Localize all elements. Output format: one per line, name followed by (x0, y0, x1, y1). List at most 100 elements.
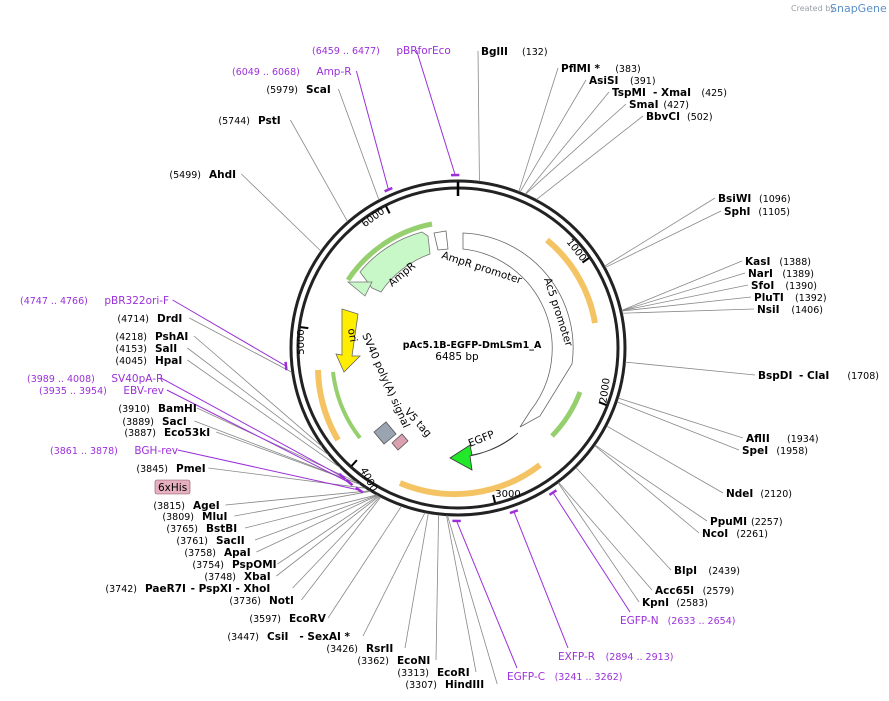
enzyme-site-sacii[interactable]: (3761)SacII (176, 535, 244, 547)
feature-6xhis[interactable]: 6xHis (154, 479, 191, 495)
leader-line-nari (621, 272, 746, 311)
primer-sv40pa-r[interactable]: (3989 .. 4008)SV40pA-R (27, 373, 163, 385)
enzyme-site-rsrii[interactable]: (3426)RsrII (326, 643, 393, 655)
leader-line-psti (290, 119, 348, 222)
enzyme-site-noti[interactable]: (3736)NotI (229, 595, 294, 607)
enzyme-site-acc65i[interactable]: Acc65I(2579) (655, 585, 734, 597)
enzyme-isoschizomer: - XmaI (653, 87, 691, 99)
enzyme-site-econi[interactable]: (3362)EcoNI (357, 655, 430, 667)
feature-egfp[interactable]: EGFP (449, 428, 519, 471)
leader-line-kpni (557, 482, 640, 603)
primer-bgh-rev[interactable]: (3861 .. 3878)BGH-rev (50, 445, 178, 457)
enzyme-site-mlui[interactable]: (3809)MluI (162, 511, 227, 523)
enzyme-position: (2583) (676, 598, 708, 609)
enzyme-site-sfoi[interactable]: SfoI(1390) (751, 280, 817, 292)
enzyme-position: (1389) (782, 269, 814, 280)
enzyme-site-tspmi[interactable]: TspMI- XmaI(425) (612, 87, 727, 99)
enzyme-site-scai[interactable]: (5979)ScaI (266, 84, 330, 96)
tick-label-5000: 5000 (296, 329, 307, 354)
tick-label-3000: 3000 (495, 489, 520, 500)
enzyme-site-pluti[interactable]: PluTI(1392) (754, 292, 827, 304)
enzyme-site-drdi[interactable]: (4714)DrdI (117, 313, 182, 325)
primer-pbr322ori-f[interactable]: (4747 .. 4766)pBR322ori-F (20, 295, 169, 307)
leader-line-pmei (208, 467, 366, 489)
enzyme-site-paer7i[interactable]: (3742)PaeR7I- PspXI - XhoI (105, 583, 270, 595)
enzyme-position: (1934) (787, 434, 819, 445)
enzyme-site-asisi[interactable]: AsiSI(391) (589, 75, 656, 87)
feature-ori[interactable]: ori (335, 308, 361, 373)
primer-name: EXFP-R (558, 651, 595, 663)
leader-line-agei (225, 490, 370, 506)
enzyme-position: (3742) (105, 584, 137, 595)
leader-line-sacii (254, 494, 378, 541)
enzyme-site-ahdi[interactable]: (5499)AhdI (169, 169, 236, 181)
leader-line-bstbi (244, 494, 377, 529)
leader-line-xbai (276, 495, 380, 577)
enzyme-site-pmei[interactable]: (3845)PmeI (136, 463, 205, 475)
enzyme-name: BlpI (674, 565, 697, 577)
enzyme-site-xbai[interactable]: (3748)XbaI (204, 571, 270, 583)
enzyme-position: (2261) (736, 529, 768, 540)
enzyme-isoschizomer: - ClaI (799, 370, 829, 382)
enzyme-site-ecori[interactable]: (3313)EcoRI (397, 667, 469, 679)
feature-label-egfp: EGFP (467, 428, 497, 449)
enzyme-site-bamhi[interactable]: (3910)BamHI (118, 403, 196, 415)
enzyme-site-pspomi[interactable]: (3754)PspOMI (192, 559, 276, 571)
enzyme-site-sali[interactable]: (4153)SalI (115, 343, 177, 355)
enzyme-site-bbvci[interactable]: BbvCI(502) (646, 111, 713, 123)
enzyme-site-bglii[interactable]: BglII(132) (481, 46, 548, 58)
primer-range: (4747 .. 4766) (20, 296, 88, 307)
enzyme-site-csii[interactable]: (3447)CsiI- SexAI * (227, 631, 350, 643)
enzyme-name: NcoI (702, 528, 728, 540)
leader-line-ahdi (241, 173, 322, 252)
enzyme-site-sphi[interactable]: SphI(1105) (724, 206, 790, 218)
primer-amp-r[interactable]: (6049 .. 6068)Amp-R (232, 66, 352, 78)
enzyme-site-eco53ki[interactable]: (3887)Eco53kI (124, 427, 210, 439)
enzyme-site-ncoi[interactable]: NcoI (2261) (702, 528, 768, 540)
leader-line-asisi (519, 79, 587, 193)
primer-exfp-r[interactable]: EXFP-R(2894 .. 2913) (558, 651, 673, 663)
enzyme-site-aflii[interactable]: AflII(1934) (746, 433, 819, 445)
enzyme-site-bstbi[interactable]: (3765)BstBI (166, 523, 237, 535)
enzyme-site-blpi[interactable]: BlpI(2439) (674, 565, 740, 577)
enzyme-position: (3748) (204, 572, 236, 583)
enzyme-site-apai[interactable]: (3758)ApaI (184, 547, 250, 559)
enzyme-site-spei[interactable]: SpeI(1958) (742, 445, 808, 457)
enzyme-name: ApaI (224, 547, 251, 559)
primer-egfp-n[interactable]: EGFP-N(2633 .. 2654) (620, 615, 735, 627)
enzyme-site-nsii[interactable]: NsiI(1406) (757, 304, 823, 316)
primer-egfp-c[interactable]: EGFP-C(3241 .. 3262) (507, 671, 622, 683)
leader-line-bbvci (536, 115, 644, 200)
enzyme-site-pshai[interactable]: (4218)PshAI (115, 331, 188, 343)
primer-ebv-rev[interactable]: (3935 .. 3954)EBV-rev (39, 385, 164, 397)
enzyme-position: (3887) (124, 428, 156, 439)
enzyme-name: NsiI (757, 304, 780, 316)
enzyme-site-bsiwi[interactable]: BsiWI(1096) (718, 193, 791, 205)
enzyme-site-agei[interactable]: (3815)AgeI (153, 500, 219, 512)
leader-line-aflii (618, 397, 744, 439)
enzyme-site-nari[interactable]: NarI(1389) (748, 268, 814, 280)
enzyme-site-kpni[interactable]: KpnI(2583) (642, 597, 708, 609)
leader-line-econi (435, 514, 439, 661)
leader-line-pluti (621, 296, 752, 312)
enzyme-site-kasi[interactable]: KasI(1388) (745, 256, 811, 268)
enzyme-site-ecorv[interactable]: (3597)EcoRV (249, 613, 326, 625)
enzyme-name: RsrII (366, 643, 393, 655)
enzyme-site-hindiii[interactable]: (3307)HindIII (405, 679, 484, 691)
enzyme-site-hpai[interactable]: (4045)HpaI (115, 355, 182, 367)
enzyme-site-ndei[interactable]: NdeI(2120) (726, 488, 792, 500)
enzyme-name: PpuMI (710, 516, 747, 528)
enzyme-name: SalI (155, 343, 177, 355)
feature-ampr[interactable]: AmpR (346, 231, 431, 297)
enzyme-site-bspdi[interactable]: BspDI- ClaI(1708) (758, 370, 879, 382)
enzyme-site-ppumi[interactable]: PpuMI(2257) (710, 516, 783, 528)
enzyme-site-pflmi[interactable]: PflMI *(383) (561, 63, 641, 75)
enzyme-site-saci[interactable]: (3889)SacI (122, 416, 186, 428)
primer-range: (3989 .. 4008) (27, 374, 95, 385)
primer-pbrforeco[interactable]: (6459 .. 6477)pBRforEco (312, 45, 451, 57)
enzyme-name: BspDI (758, 370, 792, 382)
enzyme-position: (3362) (357, 656, 389, 667)
enzyme-site-psti[interactable]: (5744)PstI (218, 115, 280, 127)
enzyme-name: ScaI (306, 84, 331, 96)
enzyme-site-smai[interactable]: SmaI(427) (629, 99, 689, 111)
